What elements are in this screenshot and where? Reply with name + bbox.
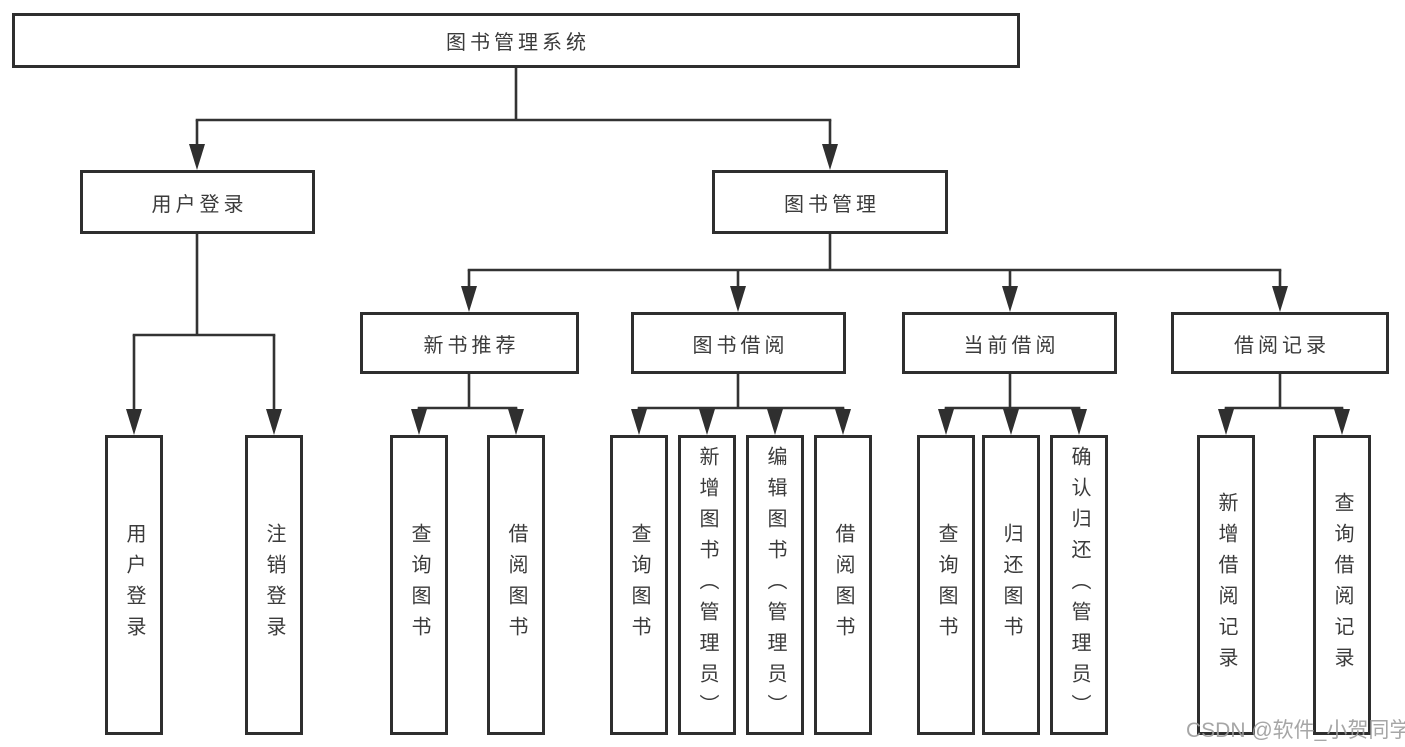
leaf-add-books-admin: 新增图书（管理员）	[678, 435, 736, 735]
leaf-edit-books-admin-label: 编辑图书（管理员）	[764, 445, 786, 725]
leaf-borrow-books-recommend-label: 借阅图书	[505, 523, 527, 647]
leaf-borrow-books: 借阅图书	[814, 435, 872, 735]
node-root-label: 图书管理系统	[446, 32, 590, 54]
node-book-management-label: 图书管理	[784, 193, 880, 216]
node-borrow-records: 借阅记录	[1171, 312, 1389, 374]
leaf-confirm-return-admin: 确认归还（管理员）	[1050, 435, 1108, 735]
csdn-watermark: CSDN @软件_小贺同学	[1186, 719, 1405, 742]
leaf-query-books-current-label: 查询图书	[935, 523, 957, 647]
node-root: 图书管理系统	[12, 13, 1020, 68]
leaf-query-borrow-record: 查询借阅记录	[1313, 435, 1371, 735]
node-book-management: 图书管理	[712, 170, 948, 234]
leaf-confirm-return-admin-label: 确认归还（管理员）	[1068, 445, 1090, 725]
node-book-borrow-label: 图书借阅	[692, 334, 789, 357]
node-current-borrow: 当前借阅	[902, 312, 1117, 374]
leaf-logout: 注销登录	[245, 435, 303, 735]
leaf-query-books-recommend: 查询图书	[390, 435, 448, 735]
node-book-borrow: 图书借阅	[631, 312, 846, 374]
leaf-query-borrow-record-label: 查询借阅记录	[1331, 492, 1353, 678]
leaf-return-books: 归还图书	[982, 435, 1040, 735]
node-current-borrow-label: 当前借阅	[963, 334, 1060, 357]
leaf-query-books-borrow-label: 查询图书	[628, 523, 650, 647]
leaf-logout-label: 注销登录	[263, 523, 285, 647]
leaf-user-login-label: 用户登录	[123, 523, 145, 647]
node-new-book-recommend-label: 新书推荐	[423, 334, 520, 357]
node-user-login: 用户登录	[80, 170, 315, 234]
node-user-login-label: 用户登录	[151, 193, 248, 216]
leaf-query-books-borrow: 查询图书	[610, 435, 668, 735]
leaf-add-borrow-record: 新增借阅记录	[1197, 435, 1255, 735]
leaf-user-login: 用户登录	[105, 435, 163, 735]
leaf-edit-books-admin: 编辑图书（管理员）	[746, 435, 804, 735]
leaf-borrow-books-recommend: 借阅图书	[487, 435, 545, 735]
leaf-query-books-recommend-label: 查询图书	[408, 523, 430, 647]
leaf-query-books-current: 查询图书	[917, 435, 975, 735]
node-new-book-recommend: 新书推荐	[360, 312, 579, 374]
leaf-borrow-books-label: 借阅图书	[832, 523, 854, 647]
leaf-return-books-label: 归还图书	[1000, 523, 1022, 647]
leaf-add-borrow-record-label: 新增借阅记录	[1215, 492, 1237, 678]
node-borrow-records-label: 借阅记录	[1234, 334, 1330, 357]
leaf-add-books-admin-label: 新增图书（管理员）	[696, 445, 718, 725]
